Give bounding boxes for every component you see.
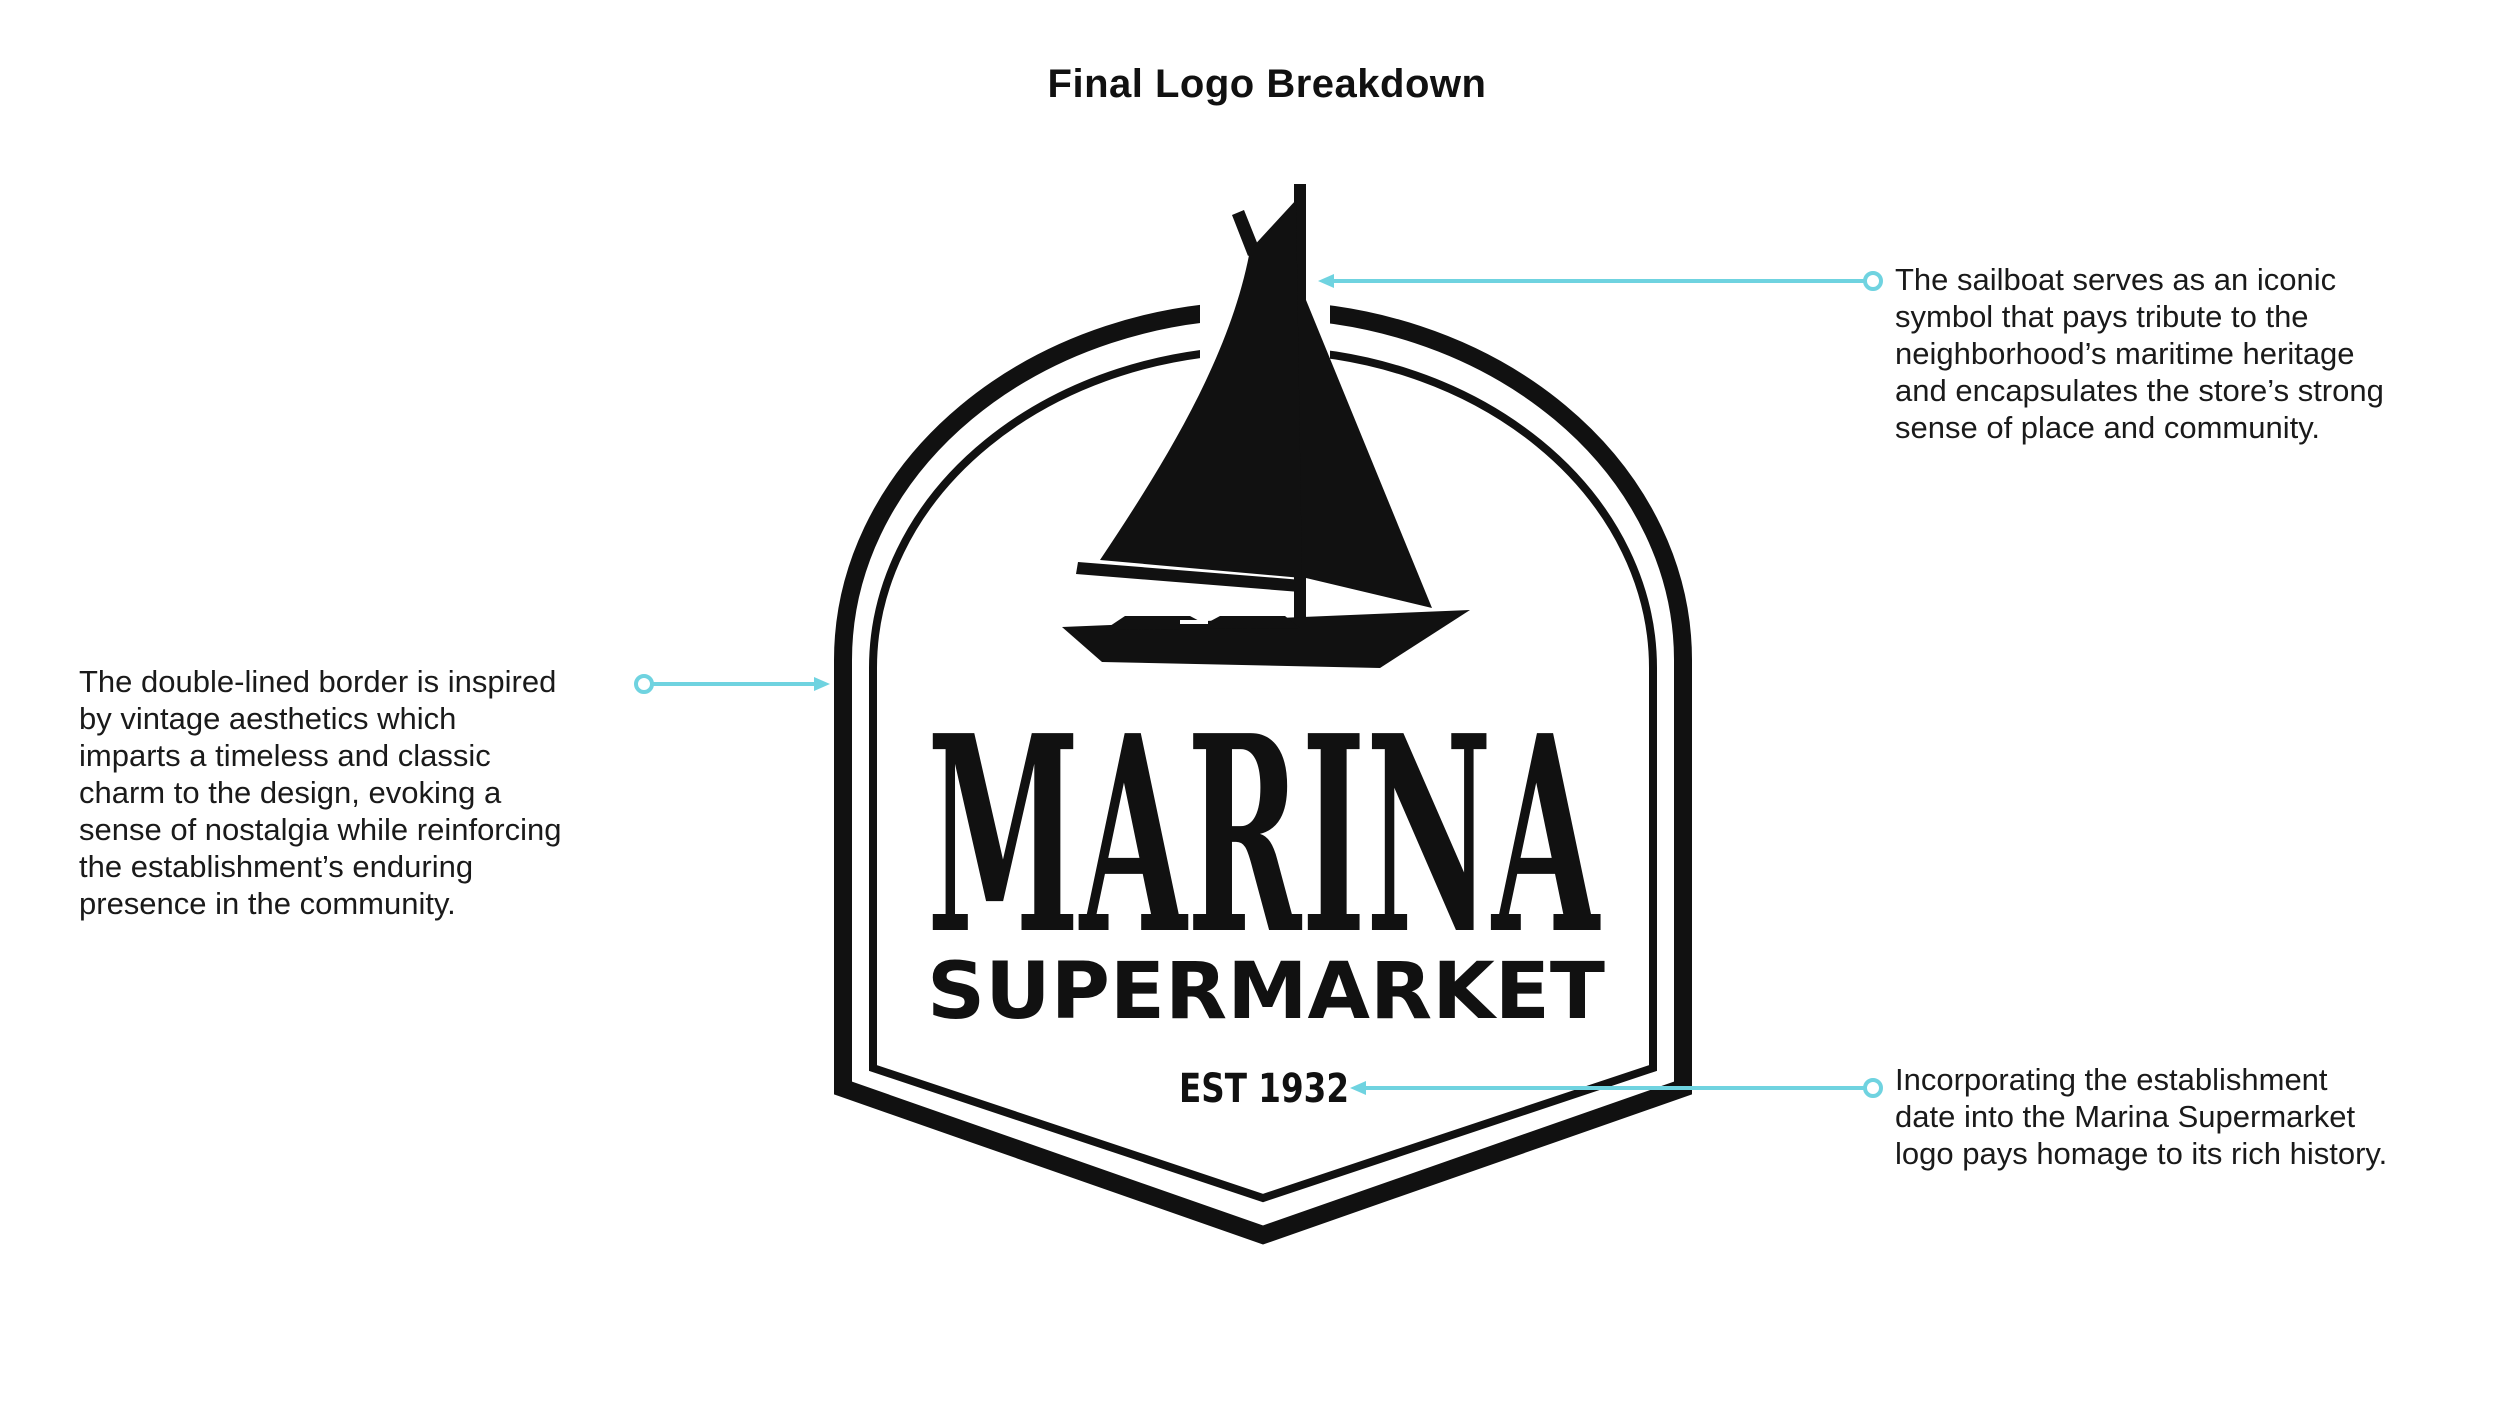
- callout-date: [1350, 1078, 1883, 1098]
- annotation-sailboat: The sailboat serves as an iconic symbol …: [1895, 261, 2465, 446]
- annotation-line: the establishment’s enduring: [79, 849, 474, 884]
- logo-wordmark: MARINA: [927, 676, 1602, 994]
- annotation-line: presence in the community.: [79, 886, 456, 921]
- annotation-border: The double-lined border is inspired by v…: [79, 663, 649, 922]
- annotation-line: Incorporating the establishment: [1895, 1062, 2328, 1097]
- annotation-line: date into the Marina Supermarket: [1895, 1099, 2356, 1134]
- annotation-line: charm to the design, evoking a: [79, 775, 502, 810]
- annotation-line: The double-lined border is inspired: [79, 664, 557, 699]
- annotation-line: imparts a timeless and classic: [79, 738, 491, 773]
- annotation-line: sense of place and community.: [1895, 410, 2321, 445]
- annotation-date: Incorporating the establishment date int…: [1895, 1061, 2465, 1172]
- annotation-line: neighborhood’s maritime heritage: [1895, 336, 2355, 371]
- logo-established: EST 1932: [1179, 1066, 1349, 1112]
- annotation-line: by vintage aesthetics which: [79, 701, 457, 736]
- annotation-line: logo pays homage to its rich history.: [1895, 1136, 2388, 1171]
- annotation-line: symbol that pays tribute to the: [1895, 299, 2309, 334]
- cabin-window: [1180, 620, 1208, 624]
- callout-border: [634, 674, 830, 694]
- annotation-line: The sailboat serves as an iconic: [1895, 262, 2337, 297]
- annotation-line: sense of nostalgia while reinforcing: [79, 812, 562, 847]
- sailboat-icon: [1062, 184, 1470, 668]
- page-title: Final Logo Breakdown: [1047, 62, 1487, 106]
- annotation-line: and encapsulates the store’s strong: [1895, 373, 2384, 408]
- logo-subtitle: SUPERMARKET: [927, 947, 1605, 1037]
- callout-sailboat: [1318, 271, 1883, 291]
